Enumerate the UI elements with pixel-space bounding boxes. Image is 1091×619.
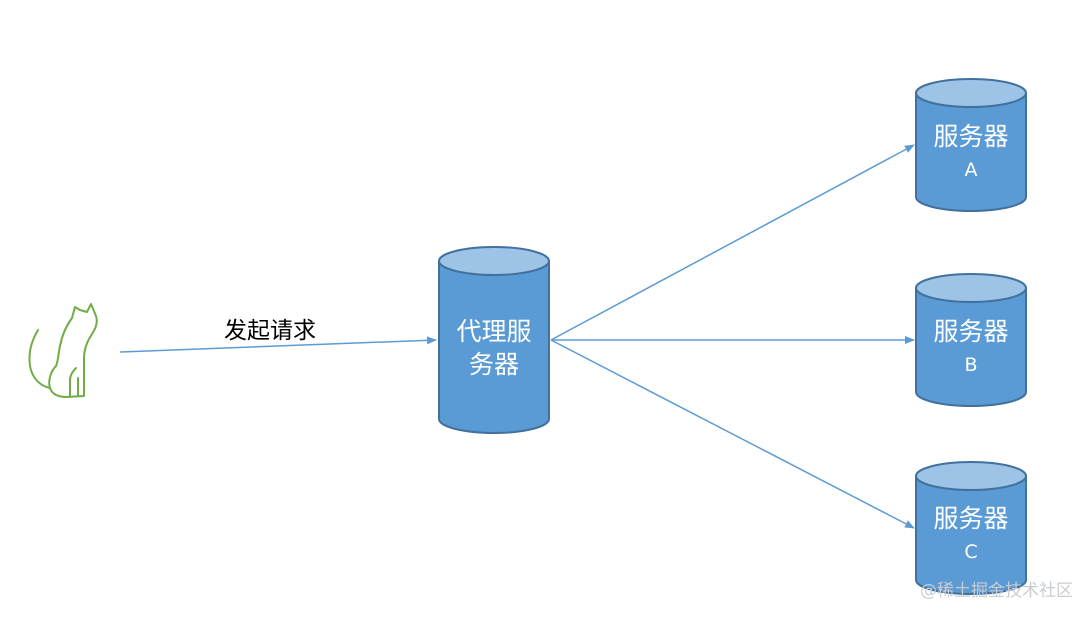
- proxy-label-line1: 代理服: [456, 317, 531, 346]
- request-label: 发起请求: [224, 318, 316, 344]
- server-c-letter: C: [964, 541, 977, 563]
- arrow-to-server-c: [550, 339, 915, 529]
- server-a-cylinder: 服务器 A: [915, 78, 1027, 212]
- server-a-letter: A: [965, 159, 978, 181]
- watermark: @稀土掘金技术社区: [920, 581, 1073, 601]
- cat-icon: [28, 303, 98, 398]
- proxy-server-cylinder: 代理服 务器: [438, 246, 550, 434]
- server-c-cylinder: 服务器 C: [915, 461, 1027, 595]
- request-arrow: [119, 336, 437, 353]
- server-b-name: 服务器: [933, 317, 1008, 346]
- arrow-to-server-a: [550, 144, 915, 341]
- server-b-letter: B: [964, 354, 977, 376]
- server-b-cylinder: 服务器 B: [915, 273, 1027, 407]
- proxy-label-line2: 务器: [469, 350, 519, 379]
- server-c-name: 服务器: [933, 504, 1008, 533]
- server-a-name: 服务器: [933, 122, 1008, 151]
